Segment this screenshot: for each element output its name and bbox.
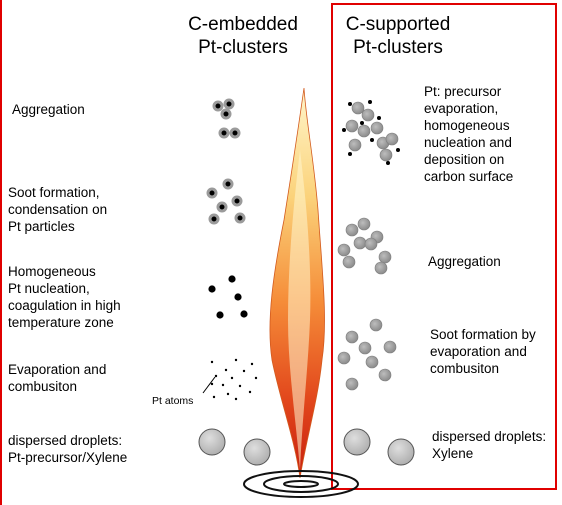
- right-step-droplets: dispersed droplets: Xylene: [432, 429, 547, 461]
- left-droplets: [198, 428, 271, 466]
- left-column-title: C-embedded Pt-clusters: [188, 14, 298, 58]
- left-step-evaporation: Evaporation and combusiton: [8, 362, 107, 394]
- left-red-border: [0, 0, 2, 505]
- right-column-title: C-supported Pt-clusters: [345, 14, 451, 58]
- embedded-aggregates: [212, 98, 241, 139]
- soot-particles: [337, 318, 397, 391]
- right-step-aggregation: Aggregation: [428, 254, 501, 269]
- left-step-nucleation: Homogeneous Pt nucleation, coagulation i…: [8, 264, 121, 330]
- right-droplets: [343, 428, 415, 466]
- burner-nozzle: [243, 470, 359, 498]
- pt-atoms-pointer: [202, 376, 216, 394]
- supported-clusters: [345, 101, 399, 162]
- pt-atom-dots: [210, 358, 258, 401]
- embedded-soot-particles: [206, 178, 246, 225]
- soot-aggregates: [337, 217, 392, 275]
- pt-nuclei: [208, 275, 248, 319]
- left-step-soot-formation: Soot formation, condensation on Pt parti…: [8, 185, 108, 234]
- right-step-soot-formation: Soot formation by evaporation and combus…: [430, 327, 536, 376]
- left-step-droplets: dispersed droplets: Pt-precursor/Xylene: [8, 433, 128, 465]
- pt-atoms-label: Pt atoms: [152, 395, 194, 407]
- right-step-deposition: Pt: precursor evaporation, homogeneous n…: [424, 84, 514, 184]
- c-supported-frame: [331, 3, 557, 490]
- pt-deposits: [342, 100, 400, 165]
- left-step-aggregation: Aggregation: [12, 102, 85, 117]
